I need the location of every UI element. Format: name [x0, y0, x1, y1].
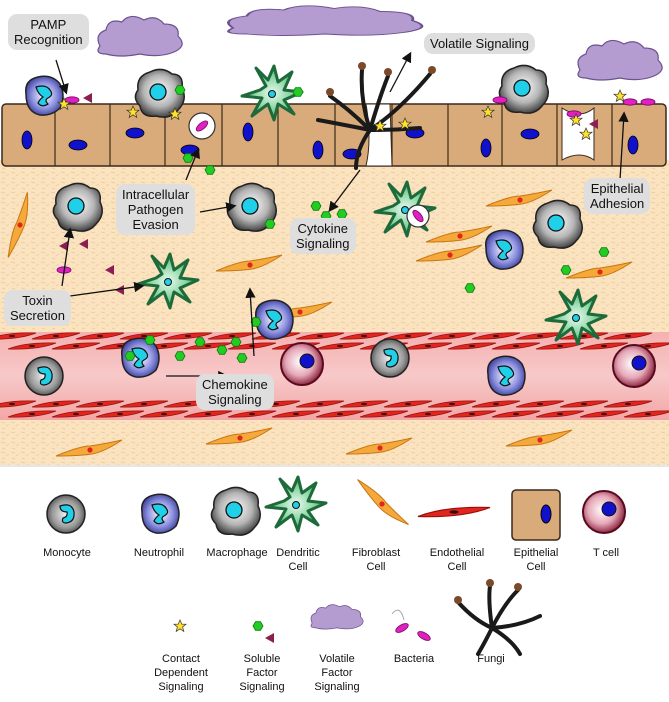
macrophage: [532, 199, 583, 249]
callout-toxin-secretion: Toxin Secretion: [4, 290, 71, 326]
macrophage: [52, 182, 103, 232]
blood-vessel: [0, 332, 669, 420]
neutrophil: [485, 229, 524, 270]
t-cell: [280, 342, 324, 386]
epithelium: [1, 103, 667, 167]
legend-fibroblast-icon: [357, 469, 410, 535]
legend-endothelial-icon: [417, 506, 491, 518]
legend-hex-icon: [252, 621, 264, 631]
callout-intracellular-pathogen-evasion: Intracellular Pathogen Evasion: [116, 184, 196, 235]
legend-fungi-icon: [456, 584, 542, 656]
neutrophil: [255, 299, 294, 340]
legend-dendritic-icon: [264, 475, 328, 533]
legend-label-contact: Contact Dependent Signaling: [154, 653, 208, 693]
t-cell: [612, 344, 656, 388]
macrophage: [498, 64, 549, 114]
legend-monocyte-icon: [46, 494, 86, 534]
legend-label-bacteria: Bacteria: [393, 653, 435, 665]
legend-label-macrophage: Macrophage: [206, 547, 268, 559]
legend-cloud-icon: [310, 604, 364, 630]
legend-label-epithelial: Epithelial Cell: [513, 547, 559, 573]
legend-label-volatile: Volatile Factor Signaling: [314, 653, 360, 693]
legend-label-endothelial: Endothelial Cell: [429, 547, 485, 573]
legend-label-soluble: Soluble Factor Signaling: [239, 653, 285, 693]
callout-volatile-signaling: Volatile Signaling: [424, 33, 536, 54]
monocyte: [370, 338, 410, 378]
callout-cytokine-signaling: Cytokine Signaling: [290, 218, 356, 254]
callout-chemokine-signaling: Chemokine Signaling: [196, 374, 274, 410]
legend-label-monocyte: Monocyte: [43, 547, 91, 559]
legend-tri-icon: [265, 633, 274, 643]
legend-epithelial-icon: [511, 489, 561, 541]
legend-label-fibroblast: Fibroblast Cell: [351, 547, 401, 573]
legend-label-neutrophil: Neutrophil: [133, 547, 185, 559]
callout-pamp-recognition: PAMP Recognition: [8, 14, 89, 50]
neutrophil: [487, 355, 526, 396]
legend-neutrophil-icon: [141, 493, 180, 534]
legend-label-tcell: T cell: [592, 547, 620, 559]
legend-macrophage-icon: [210, 486, 261, 536]
legend-label-dendritic: Dendritic Cell: [276, 547, 320, 573]
callout-epithelial-adhesion: Epithelial Adhesion: [584, 178, 651, 214]
legend-label-fungi: Fungi: [477, 653, 505, 665]
neutrophil: [25, 75, 64, 116]
legend-star-icon: [173, 619, 187, 632]
legend-icons: [46, 469, 626, 656]
legend-tcell-icon: [582, 490, 626, 534]
monocyte: [24, 356, 64, 396]
